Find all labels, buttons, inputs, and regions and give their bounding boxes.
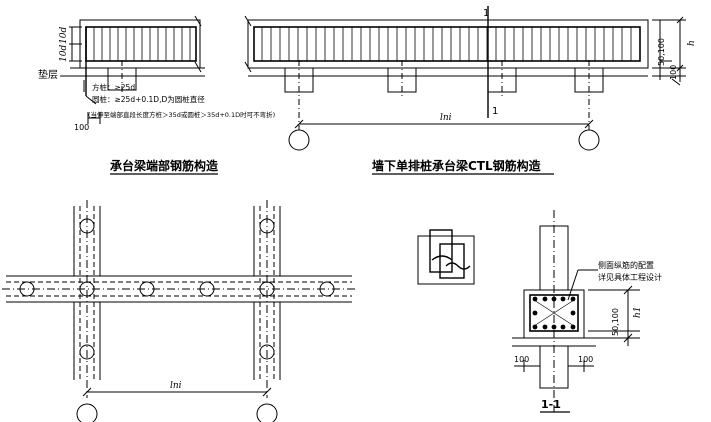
break-line (244, 15, 252, 27)
section-stirrup (529, 294, 579, 332)
label-h1: h1 (633, 306, 643, 318)
rebar-dot (570, 324, 576, 330)
rebar-dot (551, 324, 557, 330)
plan-pile (79, 281, 95, 297)
end-beam-cage (85, 26, 197, 62)
stirrup-hook-detail (417, 229, 475, 285)
dim-tick (262, 387, 272, 397)
dim-tick (294, 119, 304, 129)
end-bar-extension (85, 95, 97, 105)
rebar-dot (532, 296, 538, 302)
break-line (194, 15, 202, 27)
note-side-bar-1: 侧面纵筋的配置 (598, 260, 654, 270)
label-100-sec-left: 100 (514, 355, 529, 364)
rebar-dot (570, 310, 576, 316)
label-10d-b: 10d (59, 45, 69, 62)
ctl-beam-cage (253, 26, 641, 62)
plan-pile (319, 281, 335, 297)
rebar-dot (560, 324, 566, 330)
dim-tick (671, 78, 681, 86)
leader-side-bar (567, 269, 579, 301)
section-tie (533, 299, 575, 327)
rebar-dot (542, 296, 548, 302)
break-line (194, 61, 202, 73)
hook-frame (417, 235, 475, 285)
label-100-sec-right: 100 (578, 355, 593, 364)
dim-tick (82, 387, 92, 397)
ctl-beam-detail (244, 6, 686, 151)
plan-pile (79, 218, 95, 234)
end-stirrups (93, 27, 191, 61)
label-lni-top: lni (440, 113, 452, 123)
section-mark-top: 1 (483, 8, 489, 19)
hook-stirrup-a (429, 229, 453, 273)
dim-tick (676, 64, 684, 72)
rebar-dot (570, 296, 576, 302)
title-end-detail: 承台梁端部钢筋构造 (110, 158, 219, 173)
axis-bubble-right (578, 129, 600, 151)
section-1-1 (512, 210, 640, 413)
plan-pile (79, 344, 95, 360)
rebar-dot (532, 324, 538, 330)
rebar-dot (560, 296, 566, 302)
plan-pile (259, 344, 275, 360)
note-anchorage: (当伸至端部直段长度方桩＞35d或圆桩＞35d+0.1D时可不弯折) (88, 110, 275, 119)
section-title: 1-1 (541, 398, 561, 411)
axis-bubble (256, 403, 278, 422)
note-side-bar-2: 详见具体工程设计 (598, 272, 662, 282)
hook-curl (431, 255, 453, 261)
rebar-dot (542, 324, 548, 330)
rebar-dot (551, 296, 557, 302)
plan-pile (199, 281, 215, 297)
plan-pile (259, 218, 275, 234)
dim-tick (584, 119, 594, 129)
label-10d-a: 10d (59, 27, 69, 44)
label-100-left: 100 (74, 123, 89, 132)
title-ctl-detail: 墙下单排桩承台梁CTL钢筋构造 (372, 158, 542, 173)
ctl-stirrups (261, 27, 632, 61)
plan-pile (19, 281, 35, 297)
label-50-100-top: 50,100 (657, 38, 666, 66)
break-line (244, 61, 252, 73)
axis-bubble-left (288, 129, 310, 151)
section-mark-bottom: 1 (492, 106, 498, 117)
dim-tick (623, 333, 633, 343)
label-cushion: 垫层 (38, 68, 58, 81)
hook-curl (445, 262, 471, 270)
plan-view (2, 200, 356, 422)
note-square-pile: 方桩：≥25d (92, 82, 135, 92)
section-longitudinal-bars (532, 296, 576, 330)
hook-stirrup-b (439, 243, 465, 279)
label-h: h (687, 40, 697, 46)
dim-tick (676, 16, 684, 24)
note-round-pile: 圆桩：≥25d+0.1D,D为圆桩直径 (92, 94, 205, 104)
rebar-dot (532, 310, 538, 316)
label-100-right-top: 100 (669, 65, 678, 80)
end-detail (60, 15, 205, 124)
plan-pile (139, 281, 155, 297)
axis-bubble (76, 403, 98, 422)
label-lni-bottom: lni (170, 381, 182, 391)
dim-tick (623, 285, 633, 295)
label-50-100-sec: 50,100 (611, 308, 620, 336)
plan-pile (259, 281, 275, 297)
section-pile (539, 345, 569, 389)
